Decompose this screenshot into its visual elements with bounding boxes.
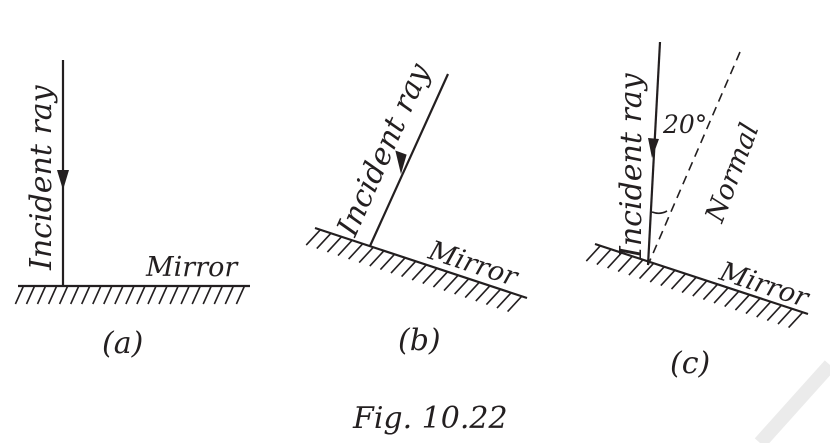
- hatch-mark: [756, 301, 772, 318]
- hatch-mark: [14, 285, 25, 305]
- mirror-label-a: Mirror: [145, 252, 239, 283]
- incident-ray-label-c: Incident ray: [614, 72, 649, 259]
- hatch-mark: [432, 271, 449, 288]
- hatch-mark: [337, 239, 353, 257]
- hatch-mark: [169, 285, 179, 305]
- ray-arrow-a: [57, 170, 69, 190]
- panel-label-a: (a): [102, 326, 143, 361]
- figure-caption: Fig. 10.22: [352, 401, 508, 436]
- hatch-mark: [443, 274, 459, 292]
- mirror-surface-c: [594, 242, 809, 316]
- hatch-mark: [36, 285, 47, 305]
- hatch-mark: [496, 292, 512, 309]
- mirror-hatching-c: [585, 245, 804, 329]
- incident-ray-label-a: Incident ray: [24, 84, 59, 271]
- hatch-mark: [369, 250, 385, 267]
- angle-arc-c: [651, 210, 668, 215]
- angle-label-c: 20°: [662, 110, 707, 139]
- hatch-mark: [607, 252, 623, 269]
- hatch-mark: [202, 285, 213, 305]
- hatch-mark: [390, 257, 406, 274]
- hatch-mark: [47, 285, 58, 305]
- hatch-mark: [670, 273, 687, 290]
- hatch-mark: [180, 285, 190, 305]
- panel-c: Incident ray 20° Normal Mirror (c): [585, 41, 814, 381]
- hatch-mark: [596, 248, 612, 266]
- hatch-mark: [485, 288, 502, 306]
- hatch-mark: [379, 253, 396, 271]
- hatch-mark: [649, 266, 665, 283]
- hatch-mark: [411, 264, 427, 281]
- hatch-mark: [454, 278, 470, 295]
- hatch-mark: [358, 246, 374, 264]
- mirror-hatching-a: [14, 285, 246, 305]
- hatch-mark: [777, 308, 793, 325]
- hatch-mark: [114, 285, 124, 305]
- hatch-mark: [103, 285, 113, 305]
- hatch-mark: [585, 245, 601, 262]
- hatch-mark: [224, 285, 235, 305]
- hatch-mark: [422, 267, 438, 285]
- mirror-hatching-b: [305, 229, 523, 313]
- hatch-mark: [617, 255, 633, 273]
- hatch-mark: [80, 285, 91, 305]
- panel-label-b: (b): [398, 323, 441, 358]
- hatch-mark: [316, 232, 332, 250]
- ray-arrow-c: [648, 138, 659, 158]
- hatch-mark: [692, 280, 708, 297]
- hatch-mark: [745, 297, 761, 315]
- hatch-mark: [628, 259, 644, 276]
- mirror-label-b: Mirror: [424, 235, 523, 294]
- hatch-mark: [660, 269, 676, 287]
- hatch-mark: [401, 260, 417, 278]
- hatch-mark: [305, 229, 321, 246]
- hatch-mark: [638, 262, 655, 280]
- hatch-mark: [724, 290, 740, 308]
- hatch-mark: [681, 276, 697, 294]
- panel-b: Incident ray Mirror (b): [305, 57, 528, 358]
- hatch-mark: [475, 285, 491, 302]
- hatch-mark: [464, 281, 480, 299]
- hatch-mark: [147, 285, 157, 305]
- hatch-mark: [69, 285, 80, 305]
- hatch-mark: [507, 295, 523, 313]
- hatch-mark: [348, 243, 364, 260]
- hatch-mark: [326, 236, 343, 253]
- ray-arrow-b: [395, 150, 407, 175]
- hatch-mark: [713, 287, 729, 304]
- hatch-mark: [788, 311, 804, 329]
- hatch-mark: [25, 285, 36, 305]
- panel-label-c: (c): [670, 346, 710, 381]
- watermark-stroke: [754, 360, 830, 443]
- incident-ray-c: [646, 41, 662, 266]
- hatch-mark: [213, 285, 224, 305]
- hatch-mark: [702, 283, 719, 301]
- hatch-mark: [92, 285, 102, 305]
- hatch-mark: [58, 285, 69, 305]
- hatch-mark: [191, 285, 202, 305]
- hatch-mark: [136, 285, 146, 305]
- hatch-mark: [734, 294, 750, 311]
- normal-line-c: [647, 51, 741, 266]
- panel-a: Incident ray Mirror (a): [14, 60, 250, 361]
- hatch-mark: [158, 285, 168, 305]
- normal-label-c: Normal: [699, 119, 765, 227]
- hatch-mark: [125, 285, 135, 305]
- incident-ray-b: [368, 73, 450, 247]
- hatch-mark: [235, 285, 246, 305]
- hatch-mark: [766, 304, 782, 322]
- mirror-label-c: Mirror: [715, 256, 814, 315]
- mirror-surface-b: [314, 226, 528, 300]
